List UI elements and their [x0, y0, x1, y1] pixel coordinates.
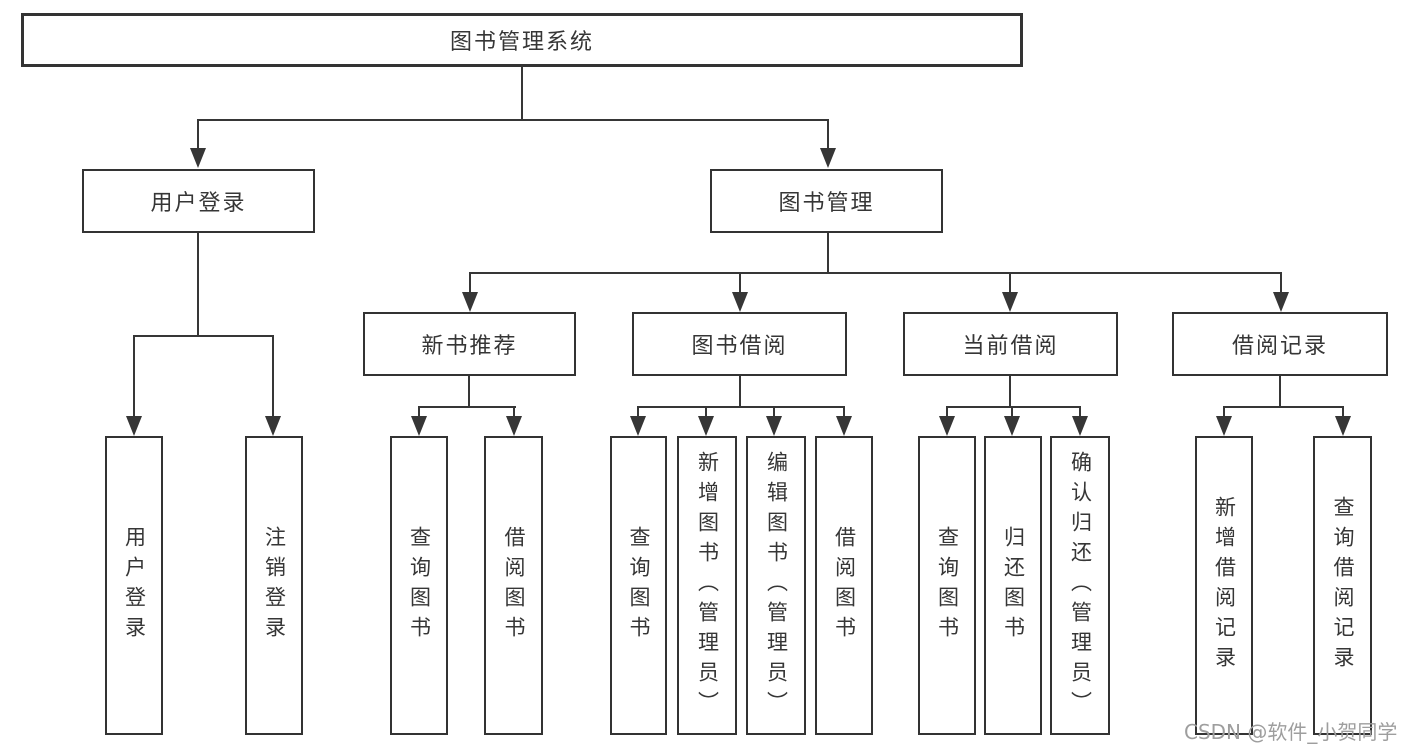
- arrow-cb-query: [939, 416, 955, 436]
- arrow-book-mgmt: [820, 148, 836, 168]
- leaf-query-book-2: 查询图书: [610, 436, 667, 735]
- connector-drop-cb-query: [946, 406, 948, 418]
- connector-new-book-branch: [418, 406, 516, 408]
- leaf-edit-book-admin: 编辑图书（管理员）: [746, 436, 806, 735]
- connector-drop-new-book: [469, 272, 471, 294]
- leaf-user-login: 用户登录: [105, 436, 163, 735]
- connector-book-borrow-branch: [637, 406, 845, 408]
- connector-drop-bb-borrow: [843, 406, 845, 418]
- connector-drop-borrow-records: [1280, 272, 1282, 294]
- connector-drop-book-borrow: [739, 272, 741, 294]
- leaf-borrow-book-2: 借阅图书: [815, 436, 873, 735]
- arrow-book-borrow: [732, 292, 748, 312]
- arrow-new-book: [462, 292, 478, 312]
- connector-drop-nb-query: [418, 406, 420, 418]
- connector-drop-nb-borrow: [513, 406, 515, 418]
- leaf-query-book-3: 查询图书: [918, 436, 976, 735]
- leaf-return-book: 归还图书: [984, 436, 1042, 735]
- arrow-bb-borrow: [836, 416, 852, 436]
- connector-drop-leaf-login: [133, 335, 135, 417]
- connector-drop-leaf-logout: [272, 335, 274, 417]
- connector-borrow-records-branch: [1223, 406, 1344, 408]
- connector-drop-book-mgmt: [827, 119, 829, 150]
- connector-root-stem: [521, 65, 523, 121]
- node-library-system: 图书管理系统: [21, 13, 1023, 67]
- arrow-nb-query: [411, 416, 427, 436]
- arrow-br-add: [1216, 416, 1232, 436]
- connector-drop-br-add: [1223, 406, 1225, 418]
- connector-drop-bb-add: [705, 406, 707, 418]
- node-book-borrow: 图书借阅: [632, 312, 847, 376]
- arrow-bb-query: [630, 416, 646, 436]
- connector-drop-user-login: [197, 119, 199, 150]
- node-user-login: 用户登录: [82, 169, 315, 233]
- connector-drop-cb-return: [1011, 406, 1013, 418]
- leaf-add-book-admin: 新增图书（管理员）: [677, 436, 737, 735]
- connector-current-borrow-stem: [1009, 376, 1011, 408]
- connector-drop-cb-confirm: [1079, 406, 1081, 418]
- arrow-nb-borrow: [506, 416, 522, 436]
- leaf-add-borrow-record: 新增借阅记录: [1195, 436, 1253, 735]
- connector-drop-bb-query: [637, 406, 639, 418]
- node-borrow-records: 借阅记录: [1172, 312, 1388, 376]
- leaf-borrow-book-1: 借阅图书: [484, 436, 543, 735]
- connector-book-mgmt-branch: [469, 272, 1282, 274]
- leaf-logout: 注销登录: [245, 436, 303, 735]
- arrow-leaf-login: [126, 416, 142, 436]
- connector-drop-current-borrow: [1009, 272, 1011, 294]
- node-current-borrow: 当前借阅: [903, 312, 1118, 376]
- watermark: CSDN @软件_小贺同学: [1184, 720, 1398, 744]
- arrow-bb-add: [698, 416, 714, 436]
- connector-new-book-stem: [468, 376, 470, 408]
- node-book-mgmt: 图书管理: [710, 169, 943, 233]
- connector-root-branch: [197, 119, 829, 121]
- connector-borrow-records-stem: [1279, 376, 1281, 408]
- arrow-current-borrow: [1002, 292, 1018, 312]
- arrow-user-login: [190, 148, 206, 168]
- connector-book-borrow-stem: [739, 376, 741, 408]
- connector-current-borrow-branch: [946, 406, 1081, 408]
- arrow-bb-edit: [766, 416, 782, 436]
- leaf-confirm-return-admin: 确认归还（管理员）: [1050, 436, 1110, 735]
- connector-book-mgmt-stem: [827, 233, 829, 274]
- leaf-query-borrow-record: 查询借阅记录: [1313, 436, 1372, 735]
- connector-user-login-branch: [133, 335, 274, 337]
- connector-user-login-stem: [197, 233, 199, 337]
- connector-drop-bb-edit: [773, 406, 775, 418]
- arrow-borrow-records: [1273, 292, 1289, 312]
- leaf-query-book-1: 查询图书: [390, 436, 448, 735]
- arrow-leaf-logout: [265, 416, 281, 436]
- arrow-br-query: [1335, 416, 1351, 436]
- arrow-cb-confirm: [1072, 416, 1088, 436]
- arrow-cb-return: [1004, 416, 1020, 436]
- node-new-book-rec: 新书推荐: [363, 312, 576, 376]
- connector-drop-br-query: [1342, 406, 1344, 418]
